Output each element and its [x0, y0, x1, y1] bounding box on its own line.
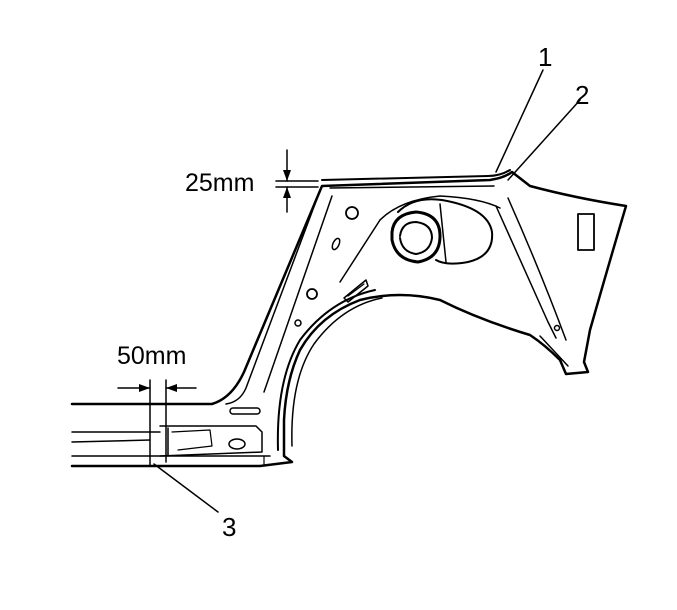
callout-3: 3 — [222, 512, 236, 542]
fuel-filler-pocket — [390, 198, 494, 265]
dimension-label-50mm: 50mm — [117, 342, 186, 370]
dimension-label-25mm: 25mm — [185, 169, 254, 197]
panel-holes — [229, 206, 595, 415]
dimension-50mm: 50mm — [117, 342, 197, 467]
callout-leaders — [153, 69, 581, 513]
callout-1: 1 — [538, 42, 552, 72]
dimension-25mm: 25mm — [185, 149, 319, 213]
quarter-panel-body — [70, 169, 628, 468]
callout-2: 2 — [575, 80, 589, 110]
rocker-sill — [71, 425, 271, 467]
